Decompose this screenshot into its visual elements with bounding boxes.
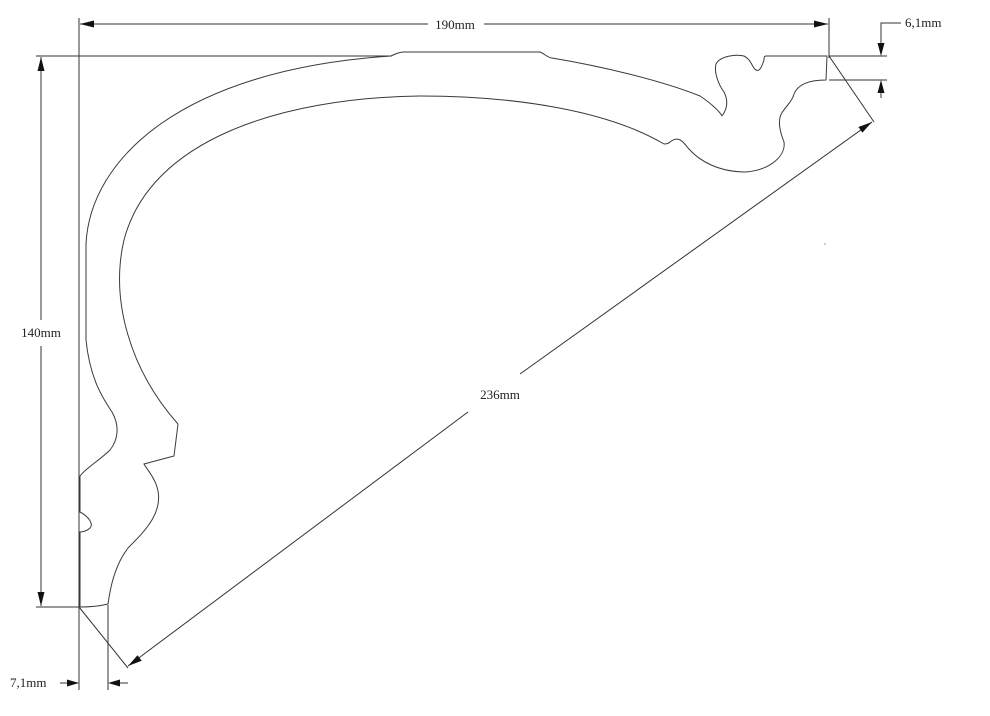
profile-outline — [79, 51, 828, 608]
dimension-height: 140mm — [21, 57, 61, 606]
dimension-top-offset: 6,1mm — [877, 15, 941, 98]
extension-lines — [36, 18, 887, 690]
dimension-bottom-offset: 7,1mm — [10, 675, 128, 690]
dimension-width: 190mm — [80, 17, 828, 32]
diagonal-extension-bottom — [78, 606, 129, 669]
diagonal-arrow-top — [858, 122, 872, 133]
diagonal-extension-top — [828, 55, 875, 123]
top-offset-leader-upper — [880, 22, 901, 54]
top-offset-arrow-down — [877, 43, 885, 56]
bottom-offset-label: 7,1mm — [10, 675, 46, 690]
height-arrow-top — [37, 57, 45, 71]
diagonal-arrow-bottom — [128, 655, 142, 666]
width-arrow-right — [814, 20, 828, 28]
height-arrow-bottom — [37, 592, 45, 606]
bottom-offset-arrow-left — [108, 679, 120, 687]
profile-outer-edge — [79, 55, 392, 477]
width-arrow-left — [80, 20, 94, 28]
diagonal-label: 236mm — [480, 387, 520, 402]
profile-bottom-edge — [79, 423, 179, 608]
width-label: 190mm — [435, 17, 475, 32]
profile-inner-curve — [119, 95, 665, 425]
top-offset-label: 6,1mm — [905, 15, 941, 30]
top-offset-arrow-up — [877, 80, 885, 93]
diagonal-dim-line-upper — [519, 121, 873, 375]
diagonal-dim-line-lower — [127, 411, 469, 667]
profile-top-face — [390, 51, 723, 117]
dimension-diagonal: 236mm — [127, 121, 873, 667]
profile-scroll-detail — [663, 54, 828, 173]
profile-wall-face — [79, 476, 92, 607]
height-label: 140mm — [21, 325, 61, 340]
bottom-offset-arrow-right — [67, 679, 79, 687]
stray-dot — [824, 243, 826, 245]
